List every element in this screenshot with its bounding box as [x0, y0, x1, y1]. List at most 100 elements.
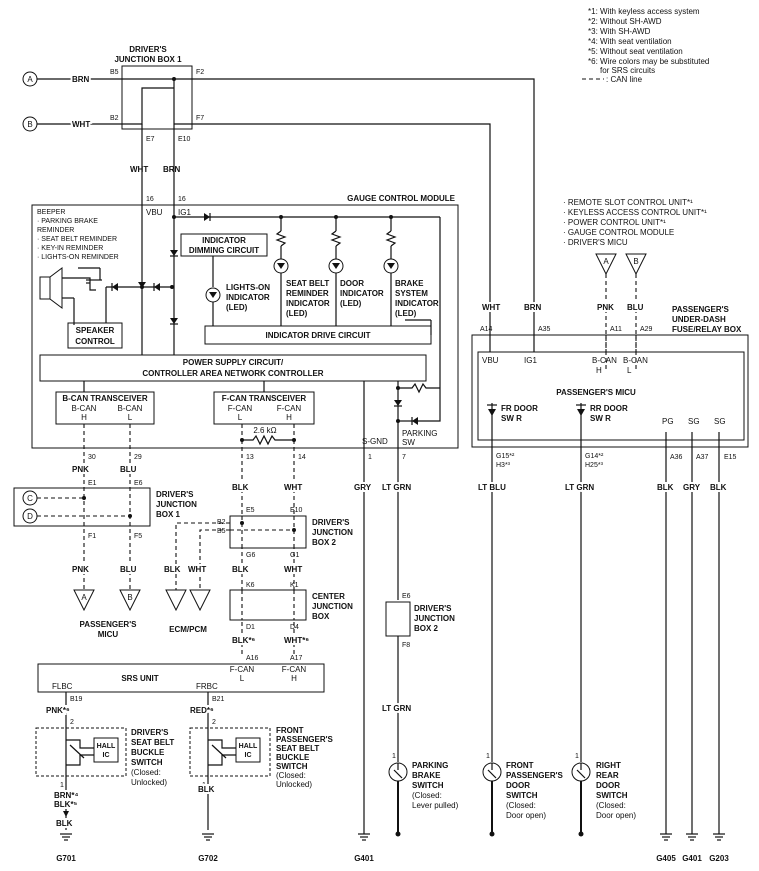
ecm-triangle-1 [165, 589, 187, 612]
svg-text:1: 1 [60, 782, 64, 789]
svg-text:WHT: WHT [188, 565, 206, 574]
svg-text:· POWER CONTROL UNIT*¹: · POWER CONTROL UNIT*¹ [563, 218, 666, 227]
svg-text:B: B [633, 257, 638, 266]
gcm-vbu: VBU [146, 208, 163, 217]
djb1-box [121, 65, 193, 130]
svg-text:A29: A29 [640, 326, 653, 333]
svg-text:Unlocked): Unlocked) [276, 780, 312, 789]
svg-text:PG: PG [662, 417, 674, 426]
wire-brn-label: BRN [163, 165, 181, 174]
djb1-internal-b5 [122, 78, 175, 129]
note-can-line: : CAN line [606, 75, 643, 84]
svg-text:H: H [81, 413, 87, 422]
svg-text:CENTER: CENTER [312, 592, 345, 601]
lights-on-3: (LED) [226, 303, 248, 312]
svg-text:E6: E6 [134, 480, 143, 487]
svg-text:D1: D1 [246, 624, 255, 631]
svg-text:A17: A17 [290, 655, 303, 662]
svg-text:29: 29 [134, 454, 142, 461]
bcan-transceiver-box [55, 391, 155, 425]
svg-text:B: B [127, 593, 132, 602]
djb1-pin-f2: F2 [196, 69, 204, 76]
svg-text:BOX: BOX [312, 612, 330, 621]
ground-g701: G701 [56, 854, 76, 863]
drivers-junction-box-2-can: E5 E10 B2 B5 G6 G1 DRIVER'S JUNCTION BOX… [217, 507, 353, 559]
connector-a-triangle [73, 589, 95, 612]
gcm-pin-16b: 16 [178, 196, 186, 203]
svg-text:FUSE/RELAY BOX: FUSE/RELAY BOX [672, 325, 742, 334]
svg-text:REAR: REAR [596, 771, 619, 780]
svg-text:BLK*⁵: BLK*⁵ [54, 800, 78, 809]
svg-text:Door open): Door open) [506, 811, 546, 820]
svg-text:13: 13 [246, 454, 254, 461]
wire-f7-wht-to-a14 [192, 123, 491, 335]
svg-text:BLK: BLK [657, 483, 674, 492]
ground-icons-right [660, 833, 725, 841]
svg-text:BRAKE: BRAKE [412, 771, 441, 780]
beeper-6: · LIGHTS-ON REMINDER [37, 254, 119, 261]
gcm-pin-16a: 16 [146, 196, 154, 203]
speaker-control-1: SPEAKER [76, 326, 115, 335]
svg-text:IC: IC [245, 752, 252, 759]
note-2: *2: Without SH-AWD [588, 17, 662, 26]
svg-text:BUCKLE: BUCKLE [276, 753, 310, 762]
svg-text:A: A [603, 257, 609, 266]
ground-g405: G405 [656, 854, 676, 863]
svg-text:LT GRN: LT GRN [382, 483, 411, 492]
beeper-2: · PARKING BRAKE [37, 218, 98, 225]
svg-text:E5: E5 [246, 507, 255, 514]
wire-wht-label: WHT [130, 165, 148, 174]
svg-text:7: 7 [402, 454, 406, 461]
svg-text:H25*³: H25*³ [585, 462, 604, 469]
djb1-pin-b2: B2 [110, 115, 119, 122]
gauge-control-module: GAUGE CONTROL MODULE 16 16 VBU IG1 BEEPE… [31, 194, 459, 461]
svg-text:DRIVER'S: DRIVER'S [156, 490, 194, 499]
svg-text:C: C [27, 494, 33, 503]
svg-text:F5: F5 [134, 533, 142, 540]
svg-text:G15*²: G15*² [496, 453, 515, 460]
passengers-micu-title: PASSENGER'S MICU [556, 388, 636, 397]
svg-text:BLK: BLK [164, 565, 181, 574]
ecm-pcm-label: ECM/PCM [169, 625, 207, 634]
svg-text:PNK*⁶: PNK*⁶ [46, 706, 70, 715]
svg-text:F-CAN: F-CAN [230, 665, 255, 674]
svg-text:(Closed:: (Closed: [506, 801, 536, 810]
svg-text:PASSENGER'S: PASSENGER'S [672, 305, 730, 314]
svg-text:SEAT BELT: SEAT BELT [131, 738, 174, 747]
svg-text:L: L [128, 413, 133, 422]
dimming-circuit-box [180, 233, 268, 257]
svg-text:E1: E1 [88, 480, 97, 487]
svg-text:1: 1 [368, 454, 372, 461]
svg-text:JUNCTION: JUNCTION [312, 602, 353, 611]
seat-belt-3: INDICATOR [286, 299, 330, 308]
svg-text:HALL: HALL [97, 743, 116, 750]
can-triangle-a [595, 253, 617, 276]
wire-pnk-2: PNK [72, 565, 89, 574]
power-supply-1: POWER SUPPLY CIRCUIT/ [183, 358, 284, 367]
svg-text:E6: E6 [402, 593, 411, 600]
svg-text:B-CAN: B-CAN [118, 404, 143, 413]
svg-text:SW R: SW R [590, 414, 611, 423]
svg-text:B-CAN: B-CAN [623, 356, 648, 365]
svg-text:L: L [240, 674, 245, 683]
door-2: INDICATOR [340, 289, 384, 298]
svg-text:BLK: BLK [710, 483, 727, 492]
svg-text:2: 2 [212, 719, 216, 726]
svg-text:1: 1 [486, 753, 490, 760]
note-1: *1: With keyless access system [588, 7, 700, 16]
ground-g401-right: G401 [682, 854, 702, 863]
srs-unit: SRS UNIT F-CAN L F-CAN H FLBC FRBC B19 B… [37, 663, 325, 703]
connector-b-triangle [119, 589, 141, 612]
brake-1: BRAKE [395, 279, 424, 288]
can-triangle-b [625, 253, 647, 276]
note-6-cont: for SRS circuits [600, 66, 655, 75]
svg-text:30: 30 [88, 454, 96, 461]
svg-text:HALL: HALL [239, 743, 258, 750]
srs-box [37, 663, 325, 693]
resistor-label: 2.6 kΩ [253, 426, 276, 435]
drivers-junction-box-1-top: DRIVER'S JUNCTION BOX 1 B5 F2 B2 F7 E7 E… [110, 45, 204, 143]
beeper-4: · SEAT BELT REMINDER [37, 236, 117, 243]
svg-text:A16: A16 [246, 655, 259, 662]
svg-text:LT GRN: LT GRN [565, 483, 594, 492]
